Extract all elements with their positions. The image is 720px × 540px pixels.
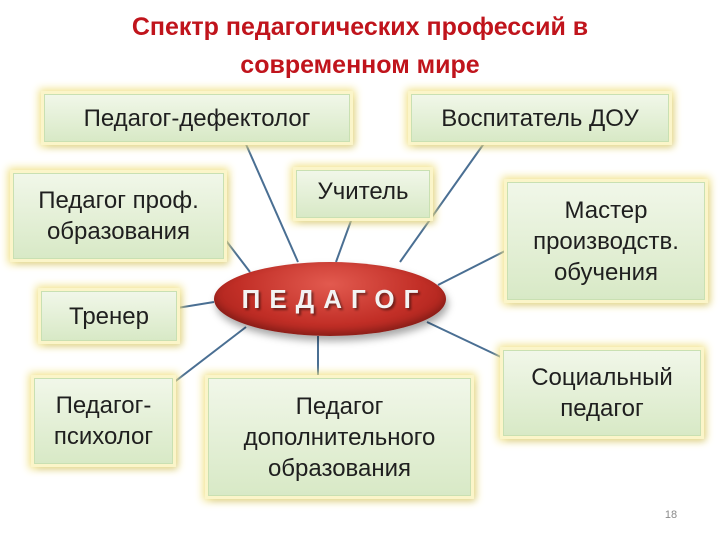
connector-teacher — [335, 217, 353, 263]
node-psychologist: Педагог- психолог — [34, 378, 173, 464]
page-number: 18 — [664, 509, 678, 521]
connector-psychologist — [172, 326, 247, 384]
node-defectologist: Педагог-дефектолог — [44, 94, 350, 142]
connector-preschool — [399, 141, 486, 263]
connector-defectologist — [244, 141, 299, 263]
connector-coach — [176, 301, 215, 309]
node-preschool: Воспитатель ДОУ — [411, 94, 669, 142]
node-master: Мастер производств. обучения — [507, 182, 705, 300]
node-additional: Педагог дополнительного образования — [208, 378, 471, 496]
center-node: ПЕДАГОГ — [214, 262, 446, 336]
connector-social — [426, 321, 504, 359]
node-teacher: Учитель — [296, 170, 430, 218]
node-coach: Тренер — [41, 291, 177, 341]
connector-master — [437, 249, 508, 286]
connector-vocational — [223, 237, 251, 273]
node-social: Социальный педагог — [503, 350, 701, 436]
node-vocational: Педагог проф. образования — [13, 173, 224, 259]
center-label: ПЕДАГОГ — [241, 283, 428, 314]
slide-title: Спектр педагогических профессий в соврем… — [131, 13, 589, 79]
